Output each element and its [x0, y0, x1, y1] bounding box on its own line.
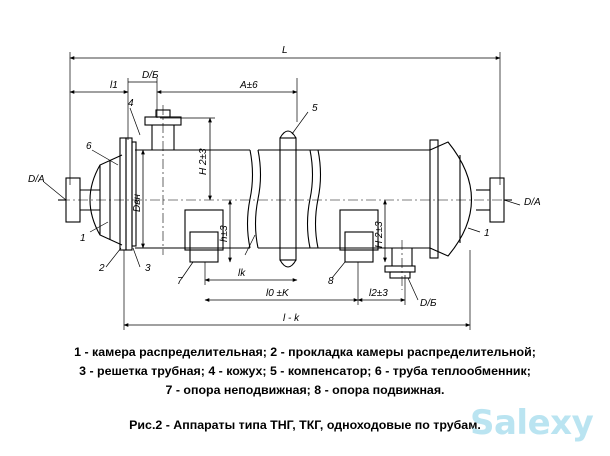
compensator — [279, 130, 297, 268]
dim-nozzle-da-right: D/A — [524, 197, 541, 208]
callout-3: 3 — [145, 263, 151, 274]
callout-8: 8 — [328, 276, 334, 287]
dimension-lines — [69, 56, 501, 327]
callout-6: 6 — [86, 141, 92, 152]
dim-nozzle-da-left: D/A — [28, 174, 45, 185]
centerlines — [60, 105, 512, 290]
bottom-nozzle — [384, 248, 416, 279]
dim-lk: lk — [238, 268, 246, 279]
dim-l2: l2±3 — [369, 288, 388, 299]
callout-5: 5 — [312, 103, 318, 114]
support-fixed — [184, 209, 224, 263]
legend: 1 - камера распределительная; 2 - прокла… — [0, 343, 610, 400]
dim-height-top: H 2±3 — [198, 148, 209, 175]
callout-4-top: 4 — [128, 98, 134, 109]
figure-caption: Рис.2 - Аппараты типа ТНГ, ТКГ, одноходо… — [129, 418, 481, 432]
dim-support-height: h±3 — [219, 225, 230, 242]
leader-lines — [43, 107, 521, 301]
dim-l1: l1 — [110, 80, 118, 91]
callout-2: 2 — [98, 263, 105, 274]
dim-height-right: H 2±3 — [374, 221, 385, 248]
dim-spacing-a: A±6 — [239, 80, 258, 91]
shell-body — [135, 149, 430, 249]
legend-line-3: 7 - опора неподвижная; 8 - опора подвижн… — [165, 383, 445, 397]
callout-1-left: 1 — [80, 233, 86, 244]
extension-lines — [69, 52, 501, 330]
legend-line-2: 3 - решетка трубная; 4 - кожух; 5 - комп… — [79, 364, 531, 378]
dim-shell-diameter: Dвн — [132, 194, 143, 212]
support-sliding — [339, 209, 379, 263]
watermark-text: Salexy — [470, 403, 594, 443]
dim-l-minus-k: l - k — [283, 313, 300, 324]
dim-nozzle-db-bottom: D/Б — [420, 298, 437, 309]
legend-line-1: 1 - камера распределительная; 2 - прокла… — [74, 345, 536, 359]
dim-overall-length: L — [282, 45, 288, 56]
heat-exchanger-drawing: L l1 D/Б A±6 H 2±3 Dвн h±3 H 2±3 lk l0 ±… — [28, 45, 541, 330]
right-head — [429, 139, 473, 259]
dim-nozzle-db-top: D/Б — [142, 70, 159, 81]
dim-l0: l0 ±K — [266, 288, 290, 299]
watermark-logo: Salexy — [470, 403, 606, 453]
callout-7: 7 — [177, 276, 183, 287]
callout-1-right: 1 — [484, 228, 490, 239]
left-chamber — [89, 137, 137, 251]
